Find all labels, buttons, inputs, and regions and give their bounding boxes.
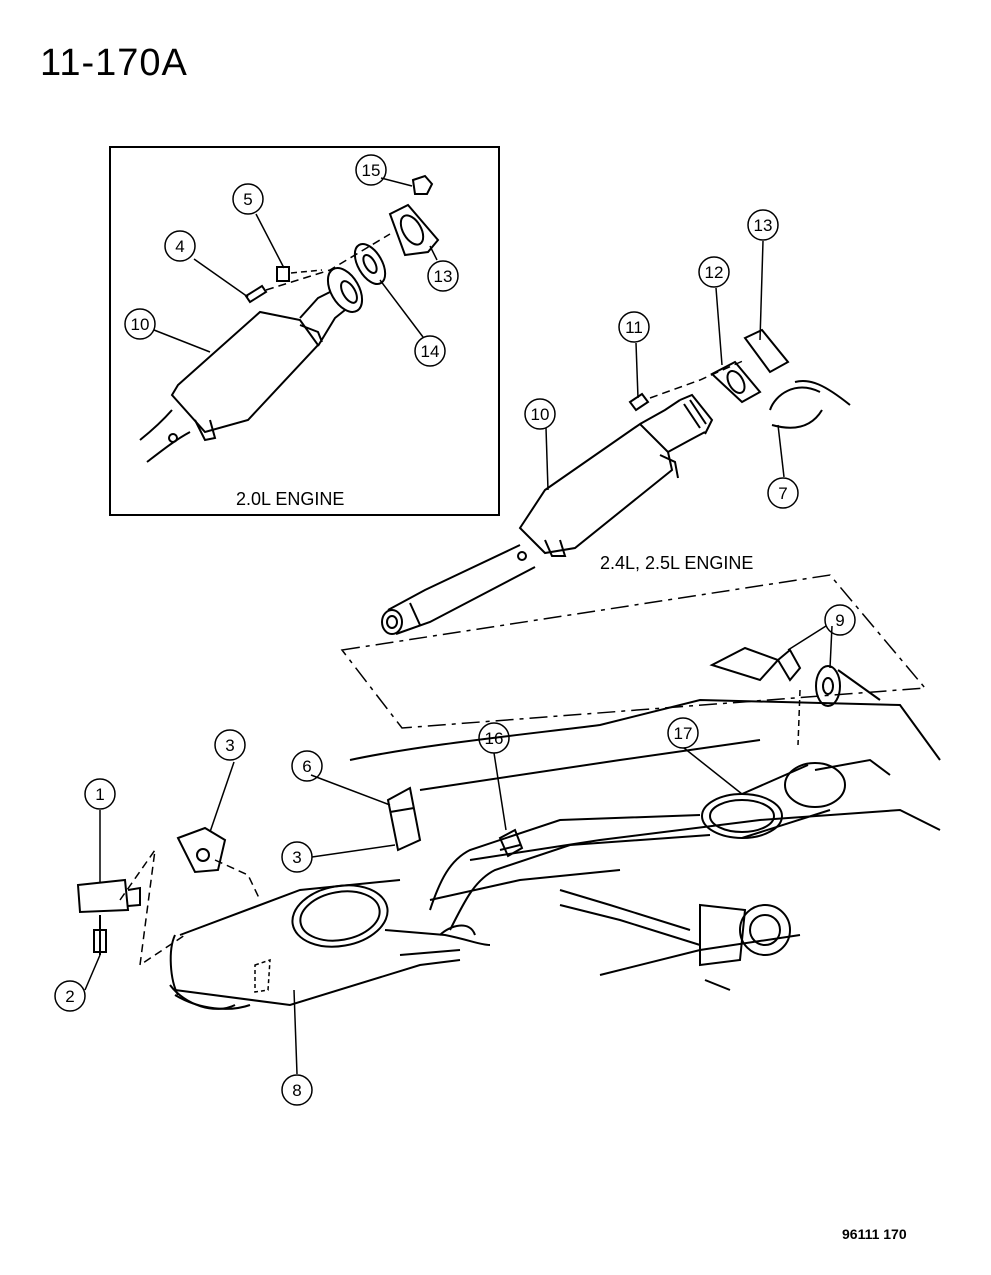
callout-3-upper: 3 xyxy=(225,736,234,755)
main-catalytic-converter xyxy=(381,328,851,635)
callout-12: 12 xyxy=(705,263,724,282)
callouts xyxy=(54,154,856,1106)
diagram-code: 96111 170 xyxy=(842,1226,907,1242)
callout-4: 4 xyxy=(175,237,184,256)
underbody-assembly xyxy=(76,646,941,1010)
callout-16: 16 xyxy=(485,729,504,748)
callout-13-inset: 13 xyxy=(434,267,453,286)
callout-5: 5 xyxy=(243,190,252,209)
callout-15: 15 xyxy=(362,161,381,180)
callout-numbers: 10 4 5 15 13 14 10 11 12 13 7 9 16 17 6 … xyxy=(65,161,844,1100)
underbody-panel-outline xyxy=(340,574,927,729)
callout-2: 2 xyxy=(65,987,74,1006)
callout-7: 7 xyxy=(778,484,787,503)
callout-10-inset: 10 xyxy=(131,315,150,334)
callout-6: 6 xyxy=(302,757,311,776)
callout-10-main: 10 xyxy=(531,405,550,424)
callout-17: 17 xyxy=(674,724,693,743)
inset-label: 2.0L ENGINE xyxy=(236,489,344,509)
callout-3-lower: 3 xyxy=(292,848,301,867)
callout-14: 14 xyxy=(421,342,440,361)
callout-11: 11 xyxy=(625,318,643,337)
callout-8: 8 xyxy=(292,1081,301,1100)
inset-catalytic-converter xyxy=(139,174,440,463)
callout-9: 9 xyxy=(835,611,844,630)
inset-frame xyxy=(109,146,500,516)
page-title: 11-170A xyxy=(40,42,188,84)
main-engine-label: 2.4L, 2.5L ENGINE xyxy=(600,553,753,573)
callout-1: 1 xyxy=(95,785,104,804)
callout-13-main: 13 xyxy=(754,216,773,235)
